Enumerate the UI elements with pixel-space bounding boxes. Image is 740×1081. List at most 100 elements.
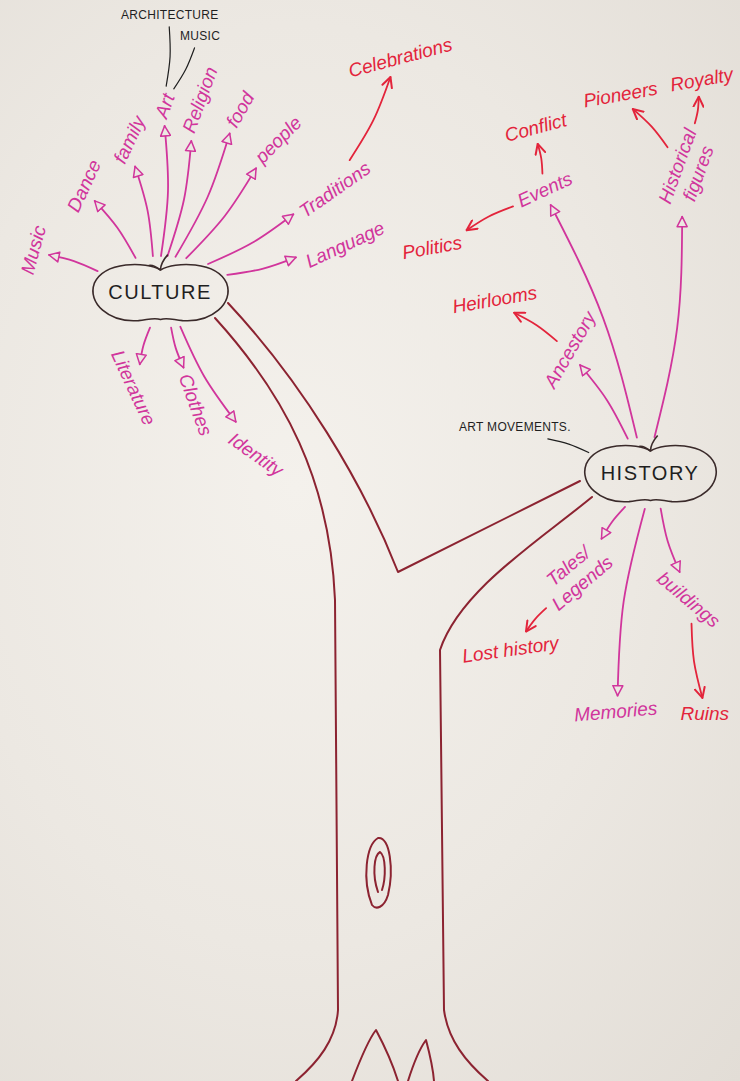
- branch-node: Memories: [571, 697, 660, 726]
- branch-node: Identity: [222, 427, 288, 482]
- branch-node: Traditions: [294, 156, 377, 223]
- branch-word: Traditions: [295, 157, 375, 222]
- branch-word: buildings: [652, 567, 723, 632]
- branch-node: Celebrations: [344, 33, 457, 83]
- branch-word: food: [221, 88, 258, 131]
- branch-word: Royalty: [668, 64, 734, 97]
- branch-node: Historical figures: [653, 124, 722, 216]
- branch-node: ARCHITECTURE: [119, 9, 221, 23]
- branch-word: Religion: [178, 64, 222, 136]
- branch-node: Royalty: [666, 63, 736, 96]
- branch-node: Pioneers: [579, 77, 661, 112]
- apple-stem: [639, 436, 658, 451]
- branch-arrow: [161, 126, 168, 256]
- branch-word: Lost history: [460, 632, 559, 667]
- trunk-knot: [366, 838, 390, 908]
- branch-word: Politics: [401, 232, 464, 264]
- branch-arrow: [95, 201, 136, 258]
- branch-node: people: [249, 111, 308, 170]
- branch-word: Ancestory: [540, 308, 601, 392]
- branch-arrow: [166, 27, 170, 86]
- branch-node: food: [220, 87, 259, 133]
- branch-node: Ruins: [679, 703, 732, 725]
- branch-node: MUSIC: [178, 30, 222, 44]
- branch-arrow: [227, 257, 296, 275]
- branch-node: Language: [300, 216, 389, 273]
- branch-arrow: [175, 133, 229, 256]
- branch-word: Language: [302, 217, 388, 273]
- branch-arrow: [618, 509, 645, 696]
- branch-arrow: [548, 439, 589, 453]
- branch-word: Tales/ Legends: [533, 535, 617, 615]
- branch-node: Politics: [399, 232, 466, 265]
- branch-arrow: [171, 328, 183, 368]
- branch-node: Religion: [177, 62, 222, 138]
- branch-word: ART MOVEMENTS.: [459, 421, 571, 435]
- branch-arrow: [526, 608, 546, 631]
- branch-word: Heirlooms: [451, 282, 539, 318]
- branch-word: Pioneers: [581, 78, 659, 113]
- branch-word: Historical figures: [654, 126, 722, 214]
- branch-arrow: [186, 168, 256, 258]
- apple-node: HISTORY: [579, 440, 722, 506]
- branch-word: Celebrations: [345, 34, 454, 83]
- branch-arrow: [692, 624, 703, 698]
- branch-node: Conflict: [500, 109, 571, 148]
- branch-word: ARCHITECTURE: [121, 9, 219, 23]
- branch-node: Lost history: [458, 632, 561, 668]
- branch-arrow: [467, 206, 513, 230]
- branch-node: Literature: [105, 345, 160, 431]
- branch-node: Music: [16, 221, 51, 278]
- branch-word: Identity: [224, 428, 287, 481]
- apple-stem: [148, 255, 167, 270]
- branch-arrow: [140, 328, 150, 365]
- branch-arrow: [633, 109, 668, 147]
- branch-arrow: [538, 144, 543, 174]
- branch-node: Art: [150, 89, 180, 123]
- branch-node: Dance: [62, 155, 107, 218]
- branch-word: people: [250, 112, 306, 168]
- branch-arrow: [135, 166, 153, 256]
- trunk-right-edge: [228, 303, 580, 572]
- branch-word: family: [109, 113, 150, 167]
- apple-node: CULTURE: [87, 259, 234, 325]
- branch-arrow: [695, 97, 699, 124]
- branch-word: Dance: [62, 156, 105, 215]
- branch-node: Events: [512, 167, 578, 213]
- branch-node: family: [109, 111, 151, 169]
- apple-label: CULTURE: [108, 281, 211, 304]
- branch-arrow: [514, 313, 557, 341]
- branch-arrow: [350, 77, 391, 160]
- branch-arrow: [655, 217, 683, 437]
- branch-arrow: [49, 255, 98, 271]
- apple-outline: [584, 446, 715, 502]
- branch-word: Memories: [573, 697, 658, 726]
- branch-arrow: [661, 509, 680, 572]
- branch-node: Heirlooms: [449, 281, 541, 318]
- trunk-knot: [374, 852, 384, 892]
- branch-word: Music: [17, 223, 51, 277]
- branch-arrow: [167, 141, 191, 256]
- branch-arrow: [208, 214, 293, 264]
- branch-word: Clothes: [174, 371, 217, 439]
- branch-word: Literature: [106, 347, 160, 429]
- branch-node: ART MOVEMENTS.: [457, 421, 573, 435]
- branch-node: Tales/ Legends: [531, 533, 618, 616]
- branch-word: Events: [514, 168, 576, 212]
- branch-arrow: [174, 48, 195, 89]
- trunk-left-edge: [215, 318, 338, 1081]
- branch-arrow: [602, 507, 626, 539]
- branch-word: MUSIC: [180, 30, 220, 44]
- branch-node: buildings: [651, 566, 726, 634]
- branch-word: Ruins: [681, 703, 730, 725]
- branch-word: Conflict: [502, 109, 569, 146]
- tree-root: [408, 1040, 434, 1081]
- branch-arrow: [580, 365, 628, 439]
- apple-outline: [92, 265, 227, 321]
- tree-root: [352, 1030, 398, 1081]
- branch-node: Ancestory: [539, 306, 602, 394]
